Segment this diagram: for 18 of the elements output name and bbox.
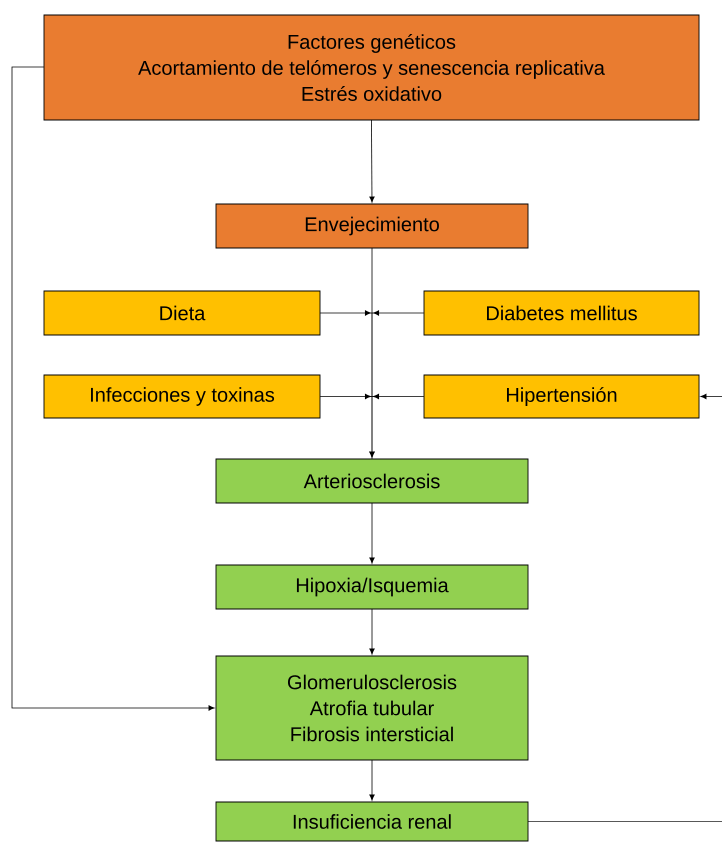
arrow	[369, 609, 375, 654]
process-box: Hipoxia/Isquemia	[216, 564, 528, 610]
process-box: Insuficiencia renal	[216, 802, 528, 842]
process-box: Factores genéticos Acortamiento de telómeros y senescencia replicativa Estrés oxidativo	[44, 14, 700, 120]
process-box: Envejecimiento	[216, 204, 528, 248]
connector-line	[528, 821, 722, 822]
arrow	[369, 503, 375, 564]
process-box: Infecciones y toxinas	[44, 374, 320, 418]
arrow	[369, 120, 375, 202]
process-box: Hipertensión	[424, 374, 700, 418]
arrow	[369, 760, 375, 800]
process-box: Diabetes mellitus	[424, 290, 700, 336]
arrow	[700, 394, 722, 400]
process-box: Arteriosclerosis	[216, 458, 528, 504]
arrow	[369, 394, 424, 458]
arrow	[12, 66, 214, 711]
process-box: Dieta	[44, 290, 320, 336]
process-box: Glomerulosclerosis Atrofia tubular Fibrosis intersticial	[216, 656, 528, 760]
